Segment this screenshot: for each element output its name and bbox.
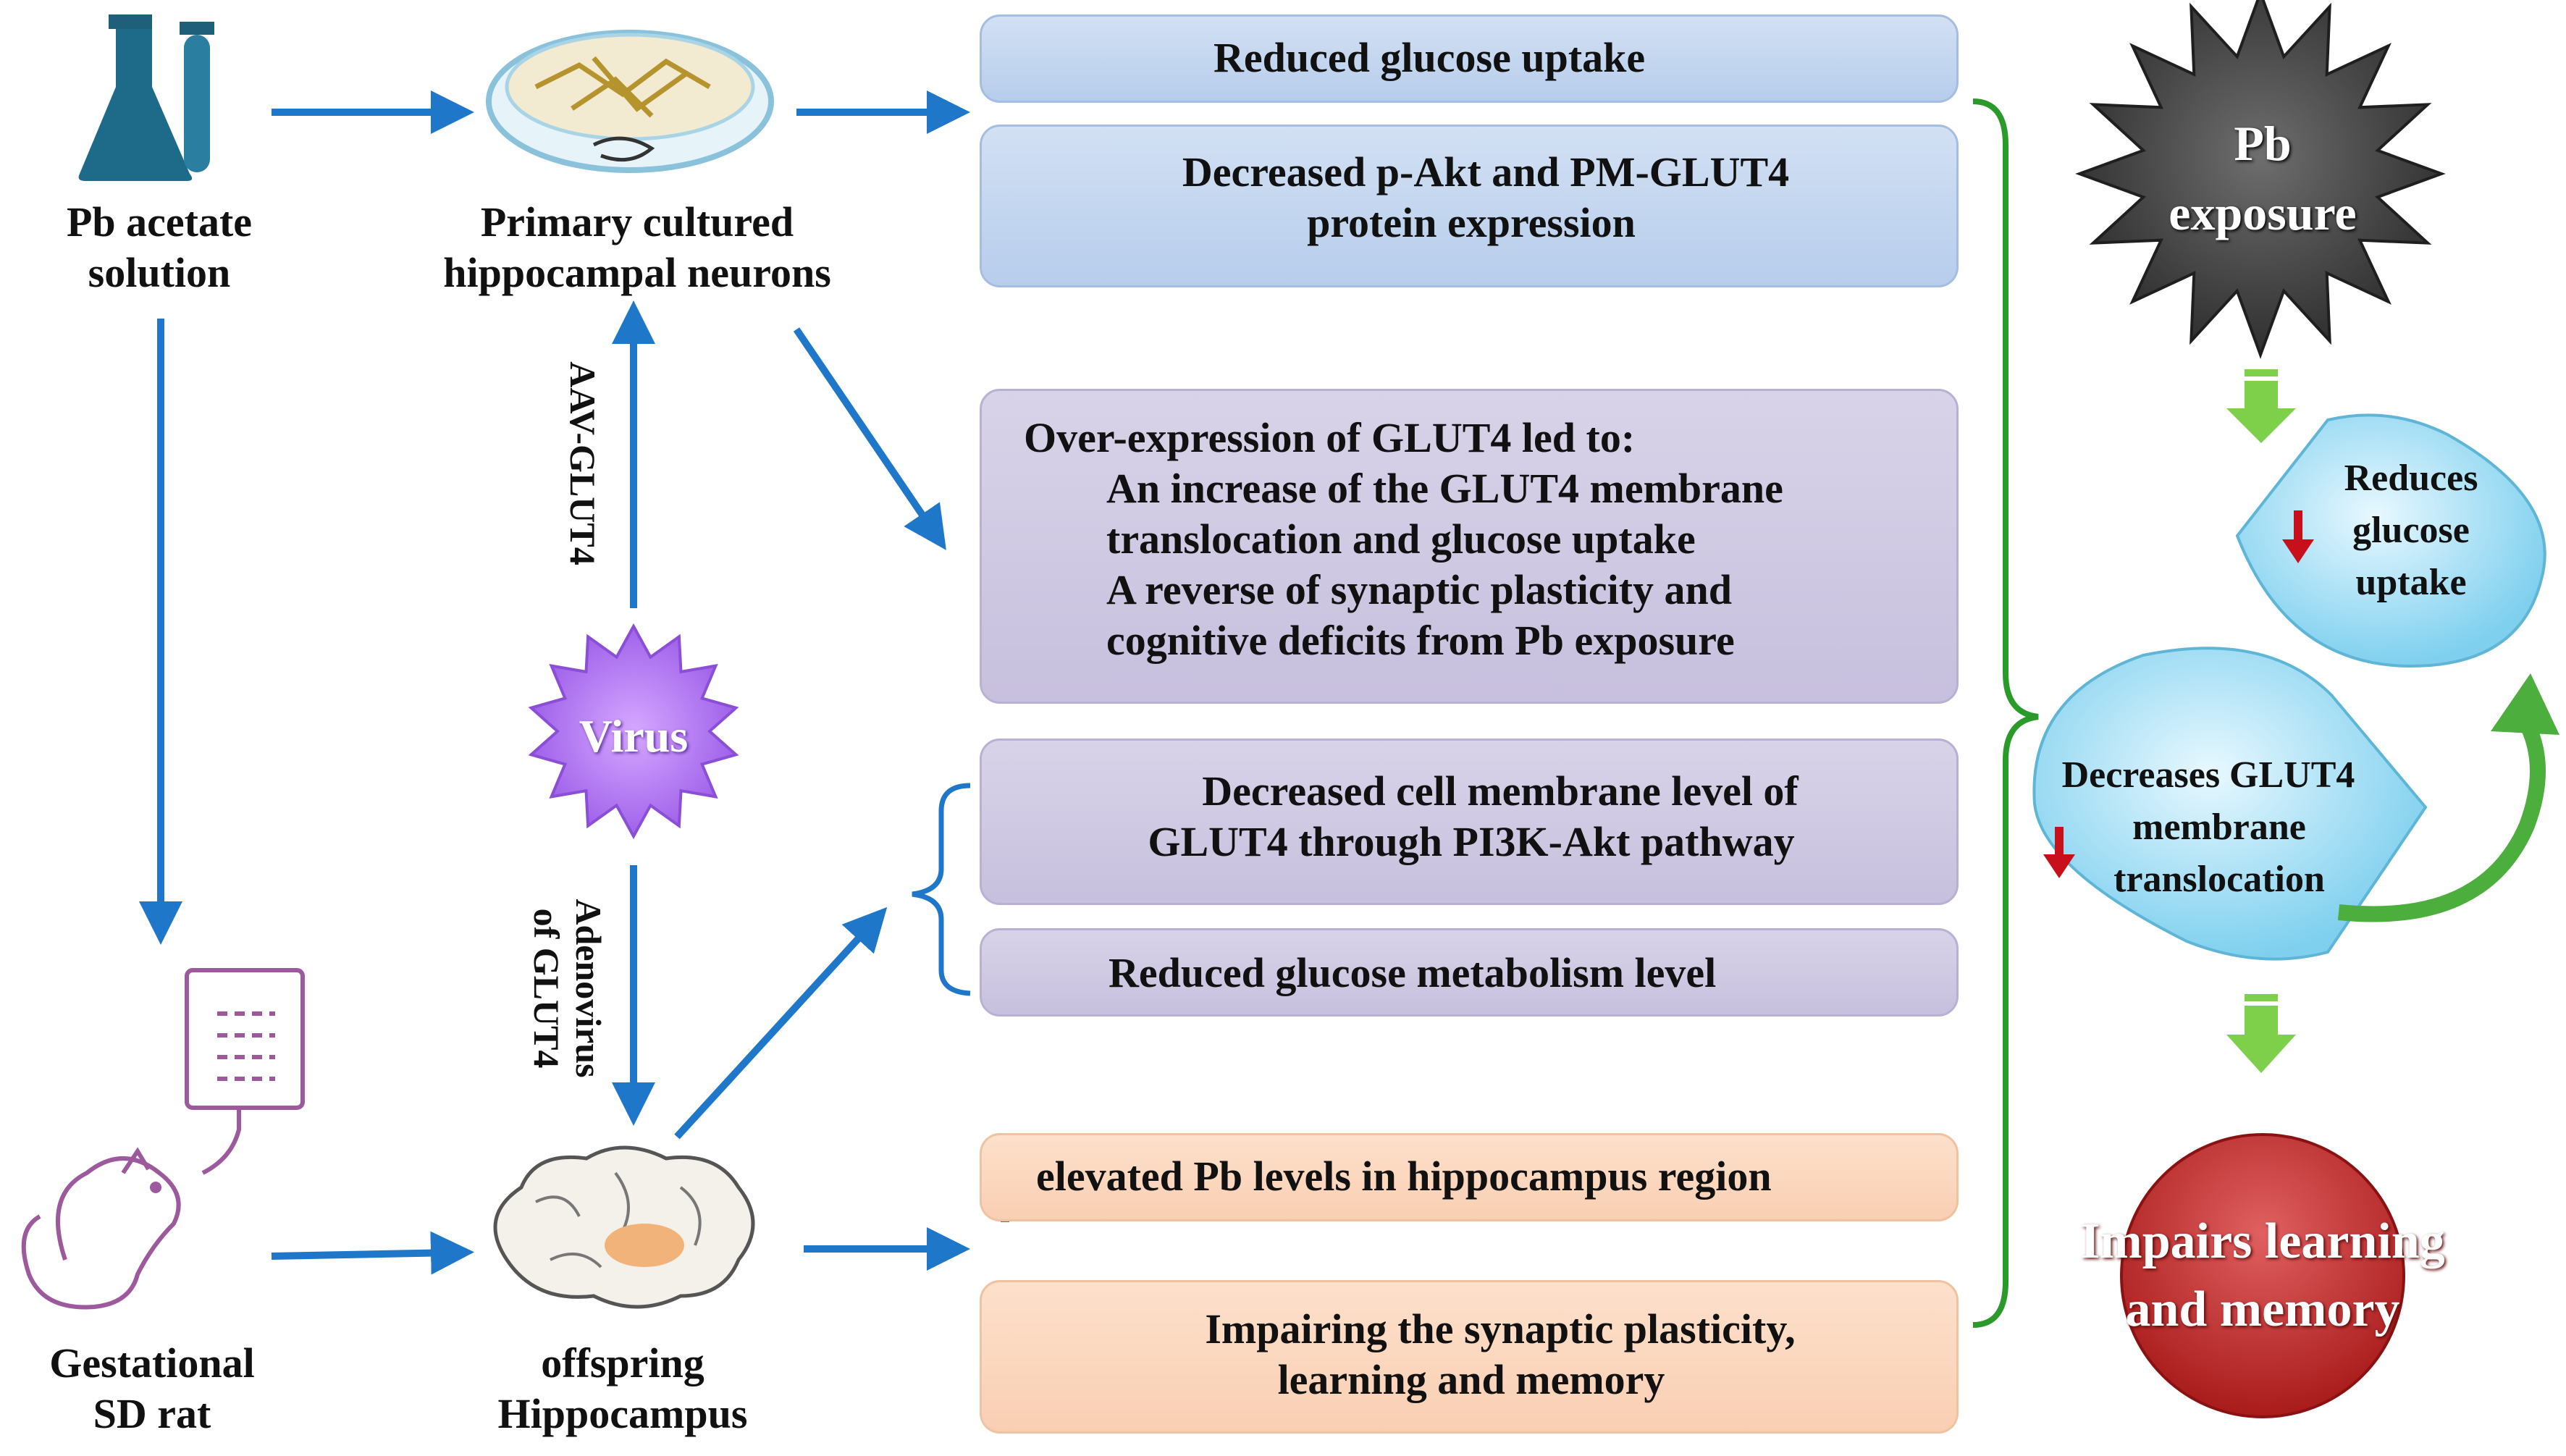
arrow-neurons-to-box3 <box>793 327 946 550</box>
rat-icon <box>21 968 305 1310</box>
arrow-rat-to-hippocampus <box>271 1231 474 1275</box>
box-impairing-synaptic: Impairing the synaptic plasticity,learni… <box>980 1280 1959 1434</box>
decreases-label: Decreases GLUT4 membrane translocation <box>2061 754 2355 900</box>
virus-star <box>528 623 739 840</box>
brace-box4-box5 <box>912 783 971 996</box>
red-down-arrow-decreases <box>2043 827 2075 878</box>
arrow-hippocampus-to-box4 <box>674 906 888 1140</box>
reduces-drop-shape <box>2235 413 2546 668</box>
box-reduced-glucose-uptake: Reduced glucose uptake <box>980 14 1959 103</box>
pb-exposure-star <box>2075 0 2446 359</box>
brain-icon <box>493 1145 755 1309</box>
curved-green-arrowhead <box>2491 673 2559 735</box>
box5-text: Reduced glucose metabolism level <box>1109 949 1717 996</box>
curved-green-arrow <box>2337 720 2546 922</box>
green-down-arrow-2 <box>2226 994 2296 1073</box>
virus-label: Virus <box>579 710 689 762</box>
flask-icon <box>78 14 214 181</box>
red-down-arrow-reduces <box>2282 510 2314 563</box>
box-over-expression: Over-expression of GLUT4 led to: An incr… <box>980 389 1959 704</box>
box6-text: elevated Pb levels in hippocampus region <box>1036 1153 1772 1200</box>
impairs-ellipse <box>2120 1133 2405 1418</box>
box-elevated-pb: elevated Pb levels in hippocampus region <box>980 1133 1959 1221</box>
petri-dish-icon <box>486 30 774 173</box>
box7-text: Impairing the synaptic plasticity,learni… <box>1205 1305 1796 1403</box>
box-reduced-metabolism: Reduced glucose metabolism level <box>980 928 1959 1017</box>
decreases-drop-shape <box>2032 647 2428 961</box>
green-down-arrow-1 <box>2226 369 2296 443</box>
green-bracket <box>1972 98 2039 1328</box>
box3-title: Over-expression of GLUT4 led to: <box>1024 414 1636 461</box>
box1-text: Reduced glucose uptake <box>1213 34 1646 81</box>
aav-glut4-label: AAV-GLUT4 <box>563 361 603 565</box>
